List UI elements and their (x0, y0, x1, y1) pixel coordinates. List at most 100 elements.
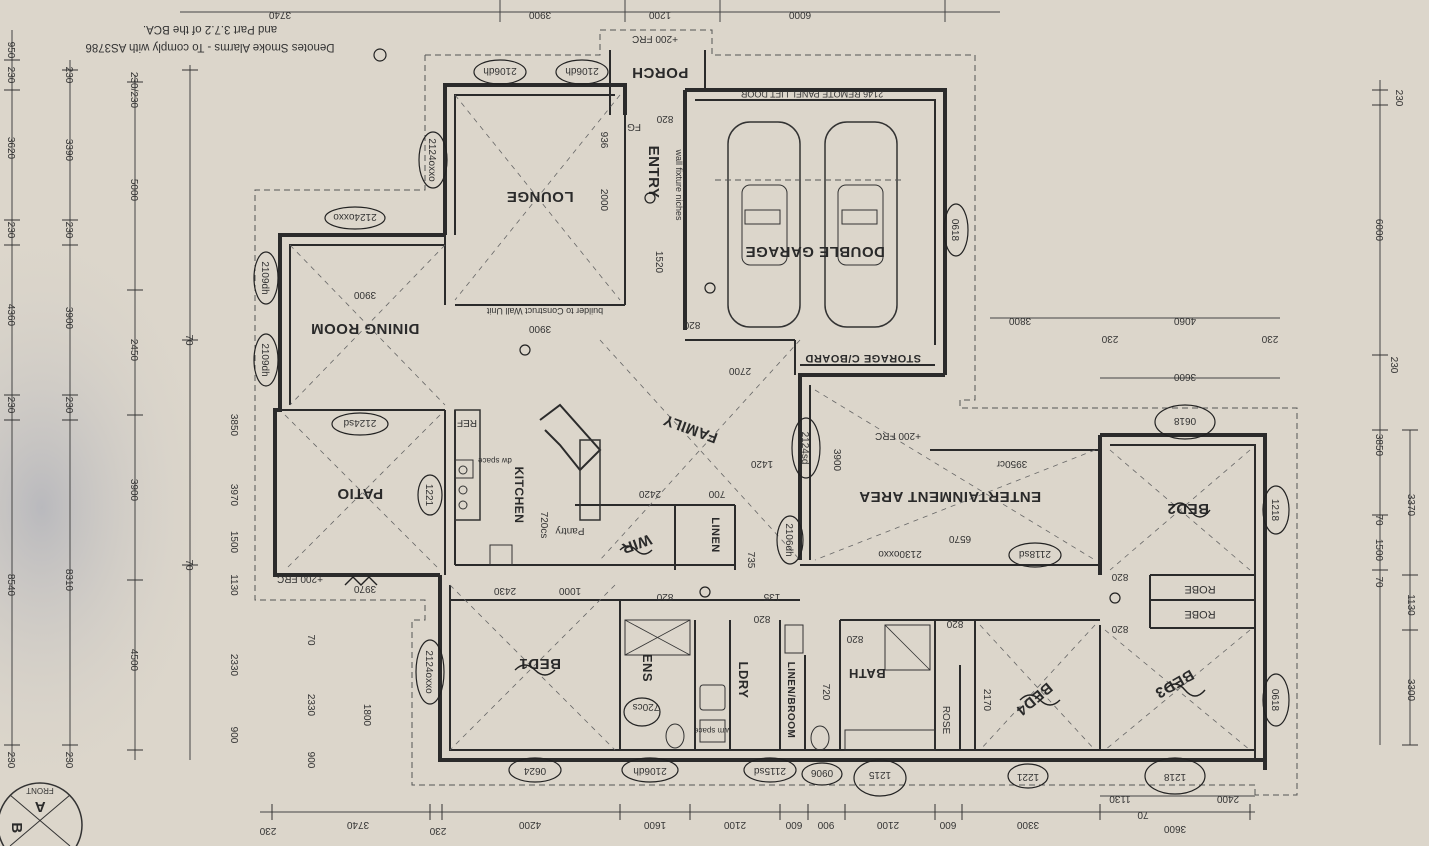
smoke-alarm-icon (644, 192, 656, 204)
code-720cs-a: 720cs (538, 512, 549, 539)
code-2124oxxo-dining: 2124oxxo (333, 211, 377, 222)
right-dim-5: 3370 (1405, 494, 1416, 517)
code-1520: 1520 (653, 251, 664, 274)
left-inner-0: 230/230 (128, 72, 139, 109)
eaves-outline (254, 29, 1298, 796)
right-dim-7: 1130 (1405, 594, 1416, 616)
room-dining: DINING ROOM (311, 320, 420, 337)
code-0618-garage: 0618 (949, 219, 960, 242)
code-2124sd: 2124sd (344, 417, 377, 428)
garage-side-dims: 3800 4060 230 230 3600 (990, 315, 1280, 382)
left-extra-11: 1800 (361, 704, 372, 727)
code-2115sd: 2115sd (754, 765, 786, 776)
code-2106dh-ent: 2106dh (783, 523, 794, 556)
code-6570: 6570 (948, 533, 971, 544)
left-extra-7: 900 (228, 727, 239, 744)
bottom-dim-1: 3740 (346, 819, 369, 830)
label-dw-space: dw space (478, 456, 512, 465)
plan-notes: wall fixture niches 2146 REMOTE PANEL LI… (486, 89, 883, 316)
right-dim-8: 70 (1373, 576, 1384, 588)
left-extra-8: 70 (305, 634, 316, 646)
code-0618-bed3: 0618 (1269, 689, 1280, 712)
right-dim-9: 3300 (1405, 679, 1416, 702)
code-820-b: 820 (753, 613, 770, 624)
bottom-dim-10: 3300 (1016, 819, 1039, 830)
top-dim-3: 1200 (648, 9, 671, 20)
code-820-c: 820 (846, 633, 863, 644)
code-1000: 1000 (558, 585, 581, 596)
ceiling-diagonals (284, 94, 1251, 751)
bottom-dim-7: 900 (817, 819, 834, 830)
top-dim-1: 3740 (268, 9, 291, 20)
left-outer-5: 230 (5, 397, 16, 414)
left-outer-3: 230 (5, 222, 16, 239)
bottom-dim-12: 2400 (1216, 793, 1239, 804)
room-robe-2: ROBE (1184, 608, 1215, 620)
car-icon (727, 121, 801, 328)
code-3900-lounge: 3900 (528, 323, 551, 334)
room-kitchen: KITCHEN (512, 467, 526, 524)
left-extra-6: 2330 (228, 654, 239, 677)
bottom-dim-5: 2100 (723, 819, 746, 830)
room-linen-broom: LINEN/BROOM (785, 662, 796, 739)
smoke-alarms (519, 192, 1121, 604)
code-0618-bed2: 0618 (1173, 415, 1196, 426)
code-1221-kitchen: 1221 (423, 484, 434, 507)
bottom-dimensions: 230 3740 230 4200 1600 2100 600 900 2100… (259, 793, 1255, 836)
right-dim-0: 230 (1393, 90, 1404, 107)
code-2700: 2700 (728, 365, 751, 376)
left-mid-2: 230 (63, 222, 74, 239)
room-pantry: Pantry (556, 525, 585, 536)
code-3950cr: 3950cr (996, 458, 1027, 469)
bottom-dim-3: 4200 (518, 819, 541, 830)
left-extra-5: 1130 (228, 574, 239, 596)
room-entertainment: ENTERTAINMENT AREA (859, 488, 1041, 505)
code-720cs-ens: 720cs (633, 701, 660, 712)
code-2106dh-bed1: 2106dh (633, 765, 666, 776)
smoke-alarm-icon (704, 282, 716, 294)
code-2106dh-a: 2106dh (483, 65, 516, 76)
marker-b: B (8, 822, 25, 833)
code-2124oxxo-lounge: 2124oxxo (426, 138, 437, 182)
bottom-dim-0: 230 (259, 825, 276, 836)
bottom-dim-8: 2100 (876, 819, 899, 830)
smoke-alarm-icon (1109, 592, 1121, 604)
right-dim-3: 3850 (1373, 434, 1384, 457)
code-1221: 1221 (1016, 771, 1039, 782)
code-820-entry: 820 (656, 113, 673, 124)
label-ref: REF (457, 417, 477, 428)
code-2420: 2420 (638, 488, 661, 499)
dim-4060: 4060 (1173, 315, 1196, 326)
top-dim-2: 3900 (528, 9, 551, 20)
room-porch: PORCH (632, 64, 689, 81)
left-inner-1: 5000 (128, 179, 139, 202)
room-ldry: LDRY (736, 662, 751, 699)
room-ens: ENS (640, 654, 655, 682)
ceiling-fans (344, 502, 1211, 706)
left-outer-7: 230 (5, 752, 16, 769)
code-fg: FG (627, 121, 641, 132)
code-200frc-patio: +200 FRC (277, 573, 323, 584)
code-2000: 2000 (598, 189, 609, 212)
smoke-note-line2: and Part 3.7.2 of the BCA. (143, 23, 277, 35)
bottom-dim-4: 1600 (643, 819, 666, 830)
right-dim-2: 230 (1388, 357, 1399, 374)
left-extra-2: 3850 (228, 414, 239, 437)
fan-icon (619, 545, 653, 555)
code-3900-ent: 3900 (831, 449, 842, 472)
left-outer-0: 230 (5, 67, 16, 84)
code-135: 135 (763, 591, 780, 602)
left-mid-6: 230 (63, 752, 74, 769)
code-735: 735 (745, 552, 756, 569)
left-mid-5: 8310 (63, 569, 74, 592)
room-rose: ROSE (940, 706, 951, 735)
smoke-symbol-icon (373, 48, 387, 62)
left-inner-3: 3900 (128, 479, 139, 502)
left-inner-2: 2450 (128, 339, 139, 362)
dim-230-a: 230 (1101, 333, 1118, 344)
code-2109dh-b: 2109dh (259, 343, 270, 376)
left-mid-0: 230 (63, 67, 74, 84)
fan-icon (1164, 683, 1206, 697)
right-dim-6: 1500 (1373, 539, 1384, 562)
left-mid-4: 230 (63, 397, 74, 414)
